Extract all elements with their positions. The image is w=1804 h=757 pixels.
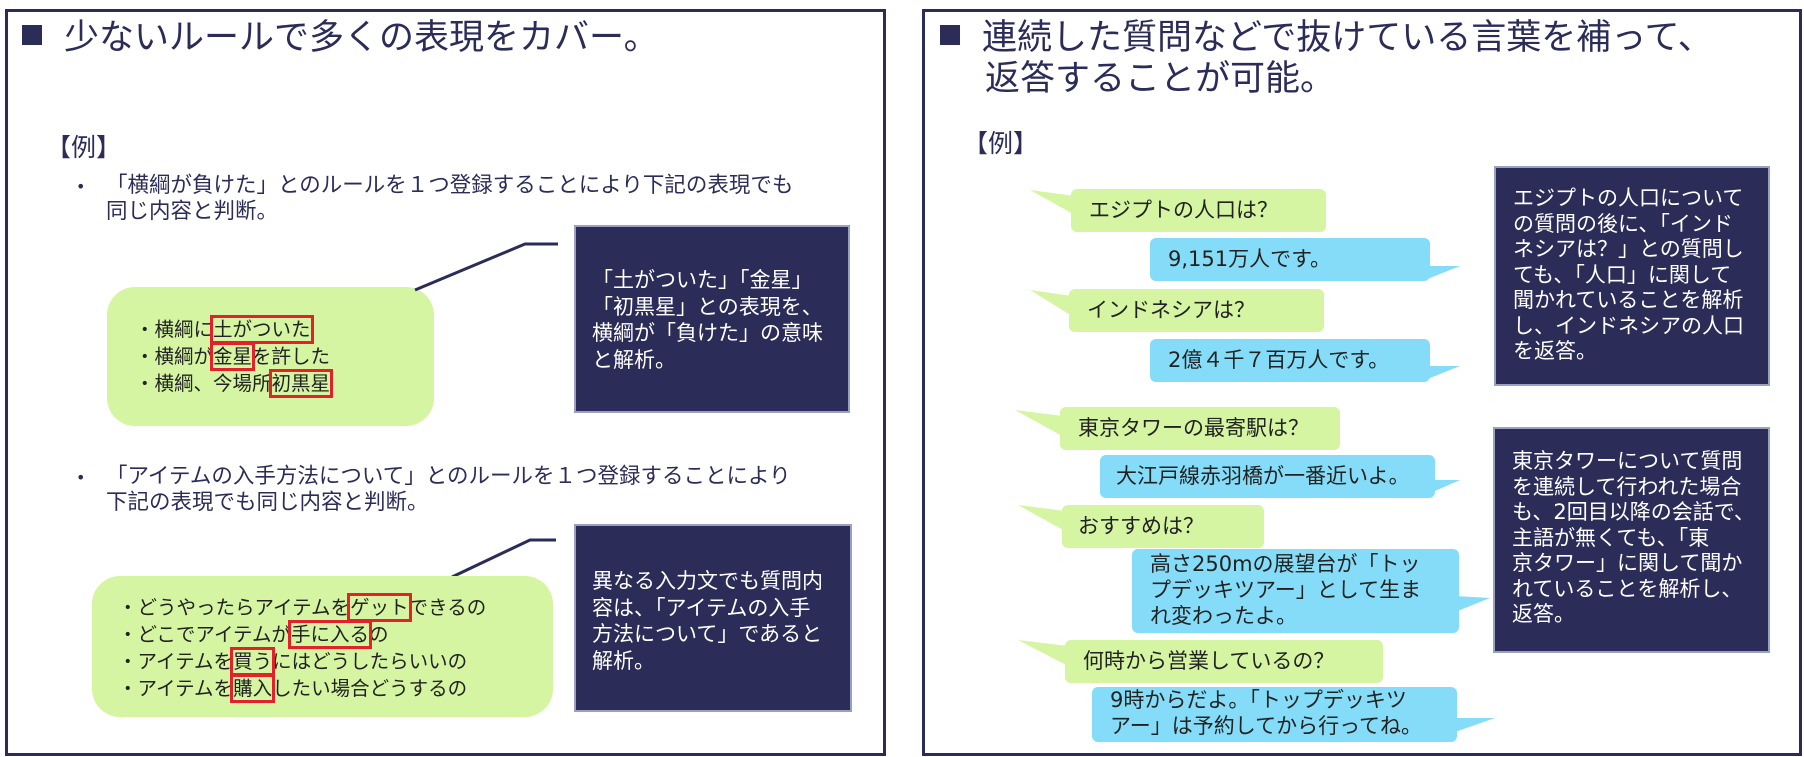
- explanation-line: と解析。: [592, 347, 676, 372]
- example-line: ・どうやったらアイテムをゲットできるの: [118, 593, 487, 622]
- explanation-line: を返答。: [1513, 339, 1597, 363]
- example-line: ・どこでアイテムが手に入るの: [118, 620, 389, 649]
- explanation-line: 主語が無くても、「東: [1512, 525, 1710, 550]
- example-line: ・横綱が金星を許した: [135, 342, 331, 371]
- example-line: ・アイテムを買うにはどうしたらいいの: [118, 647, 468, 676]
- answer-bubble: 9,151万人です。: [1150, 238, 1430, 281]
- example-prefix: ・横綱、今場所: [135, 372, 272, 395]
- answer-bubble: 大江戸線赤羽橋が一番近いよ。: [1100, 455, 1435, 498]
- bullet1-line1: 「横綱が負けた」とのルールを１つ登録することにより下記の表現でも: [106, 173, 794, 198]
- question-bubble: エジプトの人口は？: [1071, 189, 1326, 232]
- bullet-dot: •: [76, 468, 86, 487]
- example-prefix: ・アイテムを: [118, 650, 234, 673]
- explanation-line: 東京タワーについて質問: [1512, 449, 1743, 473]
- left-title-text: 少ないルールで多くの表現をカバー。: [64, 18, 659, 58]
- bullet-dot: •: [76, 177, 86, 196]
- example-suffix: にはどうしたらいいの: [272, 650, 468, 673]
- square-bullet-icon: [940, 25, 960, 45]
- explanation-line: ネシアは？」との質問し: [1513, 237, 1744, 261]
- example-suffix: の: [368, 623, 389, 646]
- bubble-line: プデッキツアー」として生ま: [1150, 578, 1422, 602]
- example-line: ・横綱に土がついた: [135, 315, 314, 344]
- explanation-line: 「土がついた」「金星」: [592, 268, 813, 292]
- explanation-line: エジプトの人口について: [1513, 186, 1744, 210]
- bullet1-line2: 同じ内容と判断。: [106, 199, 279, 224]
- highlight-phrase: 手に入る: [287, 620, 372, 649]
- example-prefix: ・横綱が: [135, 345, 214, 368]
- bubble-line: 大江戸線赤羽橋が一番近いよ。: [1116, 464, 1410, 488]
- bullet2-line2: 下記の表現でも同じ内容と判断。: [106, 490, 429, 515]
- explanation-box-1: 「土がついた」「金星」 「初黒星」との表現を、 横綱が「負けた」の意味 と解析。: [574, 225, 850, 413]
- explanation-line: 容は、「アイテムの入手: [592, 595, 811, 620]
- right-title-line2: 返答することが可能。: [985, 59, 1336, 99]
- bubble-line: 高さ250mの展望台が「トッ: [1150, 552, 1421, 576]
- bubble-line: 東京タワーの最寄駅は？: [1078, 416, 1309, 440]
- question-bubble: 何時から営業しているの？: [1065, 640, 1383, 683]
- example-line: ・横綱、今場所初黒星: [135, 369, 334, 398]
- explanation-box-2: 異なる入力文でも質問内 容は、「アイテムの入手 方法について」であると 解析。: [574, 524, 852, 712]
- explanation-line: 返答。: [1512, 602, 1575, 626]
- answer-bubble: 高さ250mの展望台が「トッ プデッキツアー」として生ま れ変わったよ。: [1132, 549, 1459, 633]
- square-bullet-icon: [22, 25, 42, 45]
- answer-bubble: 9時からだよ。「トップデッキツ アー」は予約してから行ってね。: [1092, 687, 1457, 742]
- bubble-line: 2億４千７百万人です。: [1168, 348, 1390, 372]
- right-title-line1: 連続した質問などで抜けている言葉を補って、: [982, 18, 1713, 58]
- explanation-box-4: 東京タワーについて質問 を連続して行われた場合 も、2回目以降の会話で、 主語が…: [1493, 427, 1770, 653]
- bullet2-line1: 「アイテムの入手方法について」とのルールを１つ登録することにより: [106, 464, 791, 489]
- highlight-phrase: 土がついた: [210, 315, 314, 344]
- bubble-line: 9,151万人です。: [1168, 247, 1332, 271]
- example-prefix: ・どこでアイテムが: [118, 623, 291, 646]
- explanation-line: 京タワー」に関して聞か: [1512, 551, 1743, 575]
- example-suffix: を許した: [252, 345, 331, 368]
- example-box-1: [107, 287, 434, 426]
- example-box-2: [92, 576, 553, 717]
- bubble-line: おすすめは？: [1078, 514, 1204, 538]
- explanation-line: し、インドネシアの人口: [1513, 313, 1744, 338]
- highlight-phrase: 購入: [230, 674, 276, 703]
- right-example-label: 【例】: [963, 129, 1039, 158]
- example-suffix: したい場合どうするの: [272, 677, 468, 700]
- bubble-line: 9時からだよ。「トップデッキツ: [1110, 688, 1407, 712]
- explanation-line: を連続して行われた場合: [1512, 474, 1742, 499]
- example-prefix: ・横綱に: [135, 318, 214, 341]
- explanation-line: 方法について」であると: [592, 622, 823, 646]
- highlight-phrase: 金星: [210, 342, 256, 371]
- explanation-line: 「初黒星」との表現を、: [592, 294, 823, 319]
- bubble-line: インドネシアは？: [1087, 298, 1255, 322]
- question-bubble: おすすめは？: [1062, 505, 1264, 548]
- bubble-line: エジプトの人口は？: [1089, 198, 1278, 222]
- bubble-line: 何時から営業しているの？: [1083, 649, 1335, 673]
- explanation-line: 解析。: [592, 648, 655, 673]
- example-suffix: できるの: [408, 596, 487, 619]
- explanation-line: の質問の後に、「インド: [1513, 211, 1733, 236]
- example-prefix: ・アイテムを: [118, 677, 234, 700]
- bubble-line: れ変わったよ。: [1150, 604, 1297, 628]
- example-prefix: ・どうやったらアイテムを: [118, 596, 351, 619]
- left-example-label: 【例】: [46, 133, 122, 162]
- left-title: 少ないルールで多くの表現をカバー。: [22, 18, 659, 58]
- question-bubble: インドネシアは？: [1069, 289, 1324, 332]
- highlight-phrase: 買う: [230, 647, 276, 676]
- explanation-box-3: エジプトの人口について の質問の後に、「インド ネシアは？」との質問し ても、「…: [1494, 166, 1770, 386]
- explanation-line: 横綱が「負けた」の意味: [592, 321, 823, 345]
- explanation-line: 聞かれていることを解析: [1513, 288, 1744, 312]
- explanation-line: ても、「人口」に関して: [1513, 262, 1732, 287]
- right-title: 連続した質問などで抜けている言葉を補って、: [940, 18, 1713, 58]
- question-bubble: 東京タワーの最寄駅は？: [1060, 407, 1340, 450]
- example-line: ・アイテムを購入したい場合どうするの: [118, 674, 468, 703]
- answer-bubble: 2億４千７百万人です。: [1150, 339, 1430, 382]
- highlight-phrase: ゲット: [347, 593, 412, 622]
- highlight-phrase: 初黒星: [268, 369, 334, 398]
- explanation-line: れていることを解析し、: [1512, 576, 1743, 601]
- explanation-line: も、2回目以降の会話で、: [1512, 500, 1755, 524]
- explanation-line: 異なる入力文でも質問内: [592, 569, 823, 593]
- bubble-line: アー」は予約してから行ってね。: [1110, 714, 1423, 738]
